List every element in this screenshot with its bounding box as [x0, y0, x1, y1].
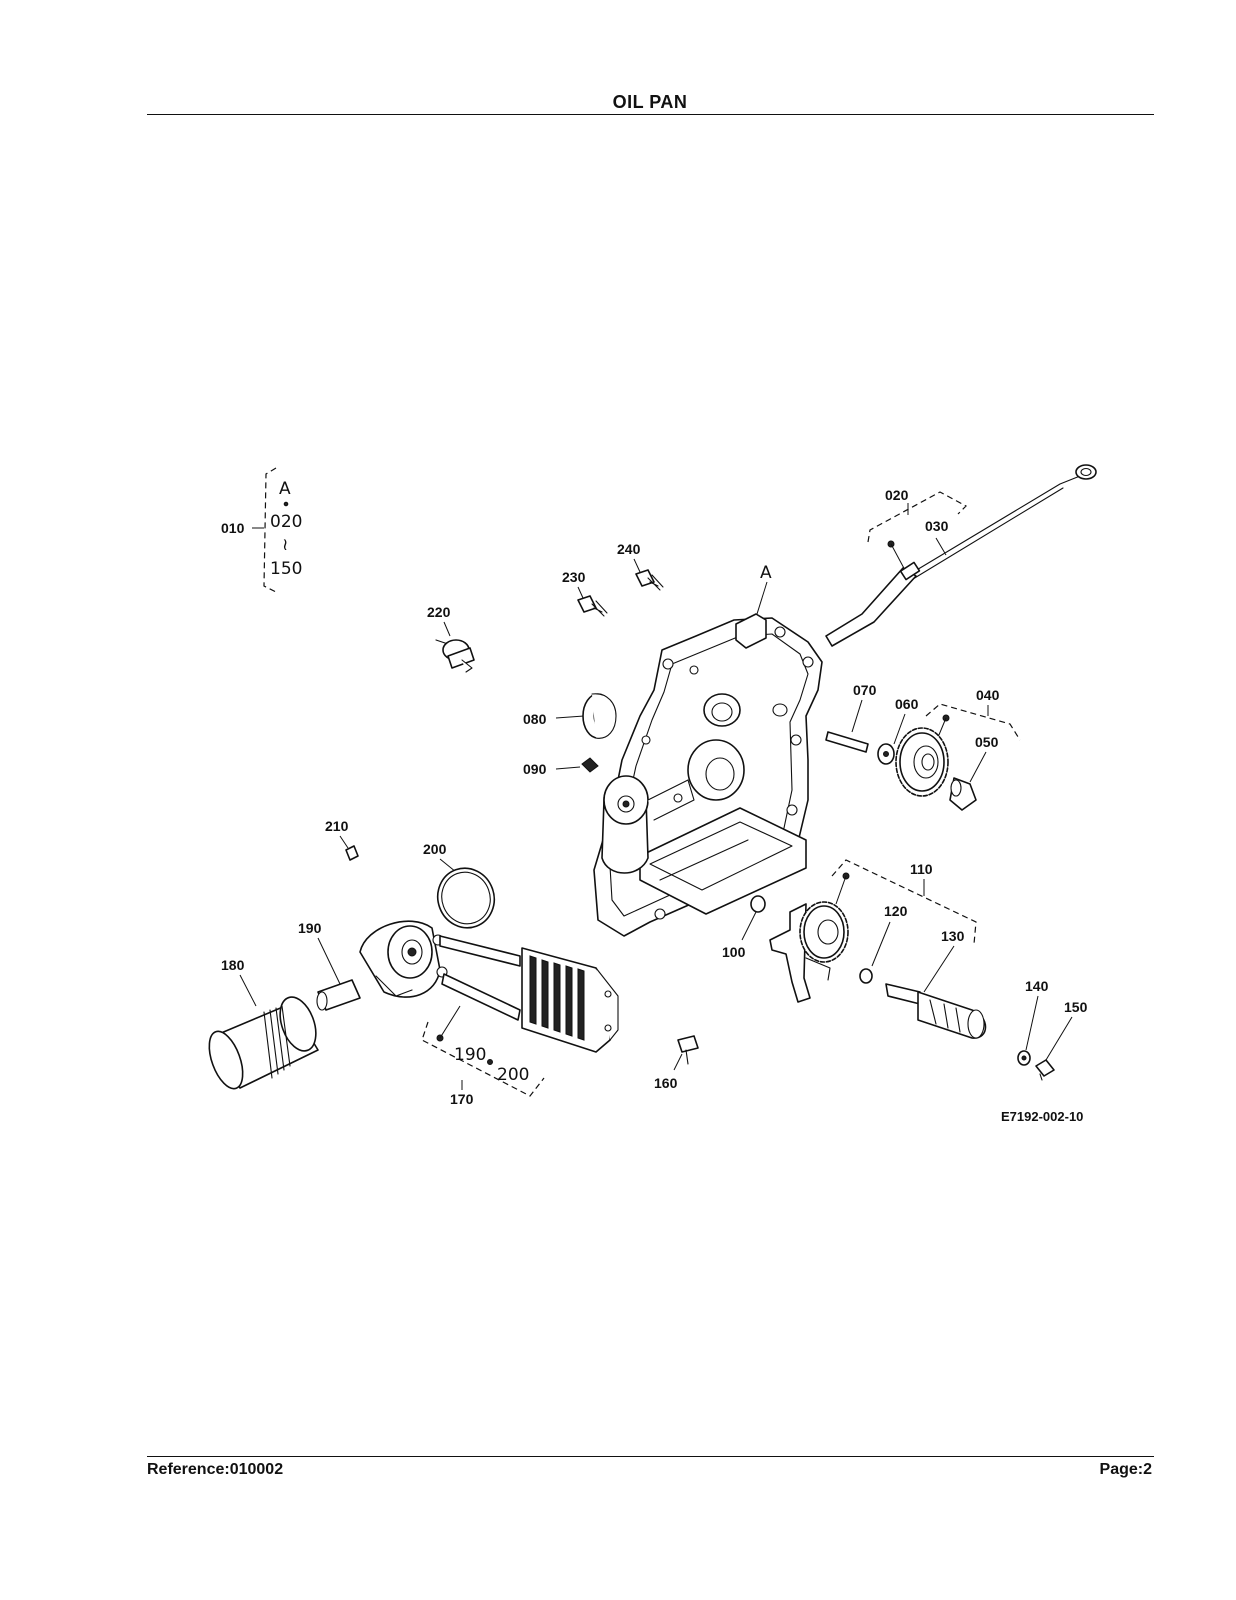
callout-060[interactable]: 060	[895, 696, 919, 712]
assembly-010-group: 010 A 020 ≀ 150	[221, 467, 302, 593]
callout-120[interactable]: 120	[884, 903, 908, 919]
assembly-010-range-start: 020	[270, 512, 302, 532]
callout-040[interactable]: 040	[976, 687, 1000, 703]
pipe-190: 190	[298, 920, 361, 1011]
drawing-id: E7192-002-10	[1001, 1109, 1083, 1124]
callout-200[interactable]: 200	[423, 841, 447, 857]
header-rule	[147, 114, 1154, 115]
callout-220[interactable]: 220	[427, 604, 451, 620]
callout-230[interactable]: 230	[562, 569, 586, 585]
o-ring-200: 200	[423, 841, 496, 929]
o-ring-100: 100	[722, 895, 766, 960]
callout-110[interactable]: 110	[910, 861, 933, 877]
callout-130[interactable]: 130	[941, 928, 965, 944]
dipstick-group: 020 030	[825, 464, 1097, 647]
assembly-010-range-end: 150	[270, 559, 302, 579]
cooler-fins	[529, 955, 585, 1041]
callout-010[interactable]: 010	[221, 520, 245, 536]
housing-marker-a: A	[760, 563, 772, 583]
plug-210: 210	[325, 818, 359, 861]
kit-170-item-190: 190	[454, 1045, 486, 1065]
oil-pressure-switch-220: 220	[427, 604, 475, 673]
part-090: 090	[523, 757, 599, 777]
o-ring-120: 120	[859, 903, 908, 984]
callout-080[interactable]: 080	[523, 711, 547, 727]
callout-160[interactable]: 160	[654, 1075, 678, 1091]
governor-gear-110: 110	[769, 859, 977, 1003]
washer-140: 140	[1017, 978, 1049, 1066]
callout-090[interactable]: 090	[523, 761, 547, 777]
callout-050[interactable]: 050	[975, 734, 999, 750]
oil-filter-180: 180	[208, 957, 319, 1090]
callout-210[interactable]: 210	[325, 818, 349, 834]
bolt-230: 230	[562, 569, 608, 617]
oil-cooler-170: 190 200 170	[359, 920, 619, 1107]
callout-070[interactable]: 070	[853, 682, 877, 698]
callout-030[interactable]: 030	[925, 518, 949, 534]
bolt-160: 160	[654, 1035, 699, 1091]
reference-label: Reference:010002	[147, 1461, 284, 1478]
assembly-010-range-sep: ≀	[282, 535, 288, 555]
callout-140[interactable]: 140	[1025, 978, 1049, 994]
idle-gear-group-040: 070 060 040 050	[825, 682, 1021, 811]
callout-020[interactable]: 020	[885, 487, 909, 503]
callout-180[interactable]: 180	[221, 957, 245, 973]
bolt-240: 240	[617, 541, 664, 591]
screw-150: 150	[1035, 999, 1088, 1081]
governor-shaft-130: 130	[885, 928, 987, 1039]
callout-170[interactable]: 170	[450, 1091, 474, 1107]
kit-170-item-200: 200	[497, 1065, 529, 1085]
gear-case-housing: A	[593, 563, 823, 937]
assembly-010-marker: A	[279, 479, 291, 499]
callout-100[interactable]: 100	[722, 944, 746, 960]
idle-gear-040	[895, 727, 949, 797]
callout-240[interactable]: 240	[617, 541, 641, 557]
page-title: OIL PAN	[612, 92, 688, 112]
oil-seal-080: 080	[523, 693, 617, 739]
callout-190[interactable]: 190	[298, 920, 322, 936]
page-number: Page:2	[1099, 1461, 1152, 1478]
footer-rule	[147, 1456, 1154, 1457]
callout-150[interactable]: 150	[1064, 999, 1088, 1015]
